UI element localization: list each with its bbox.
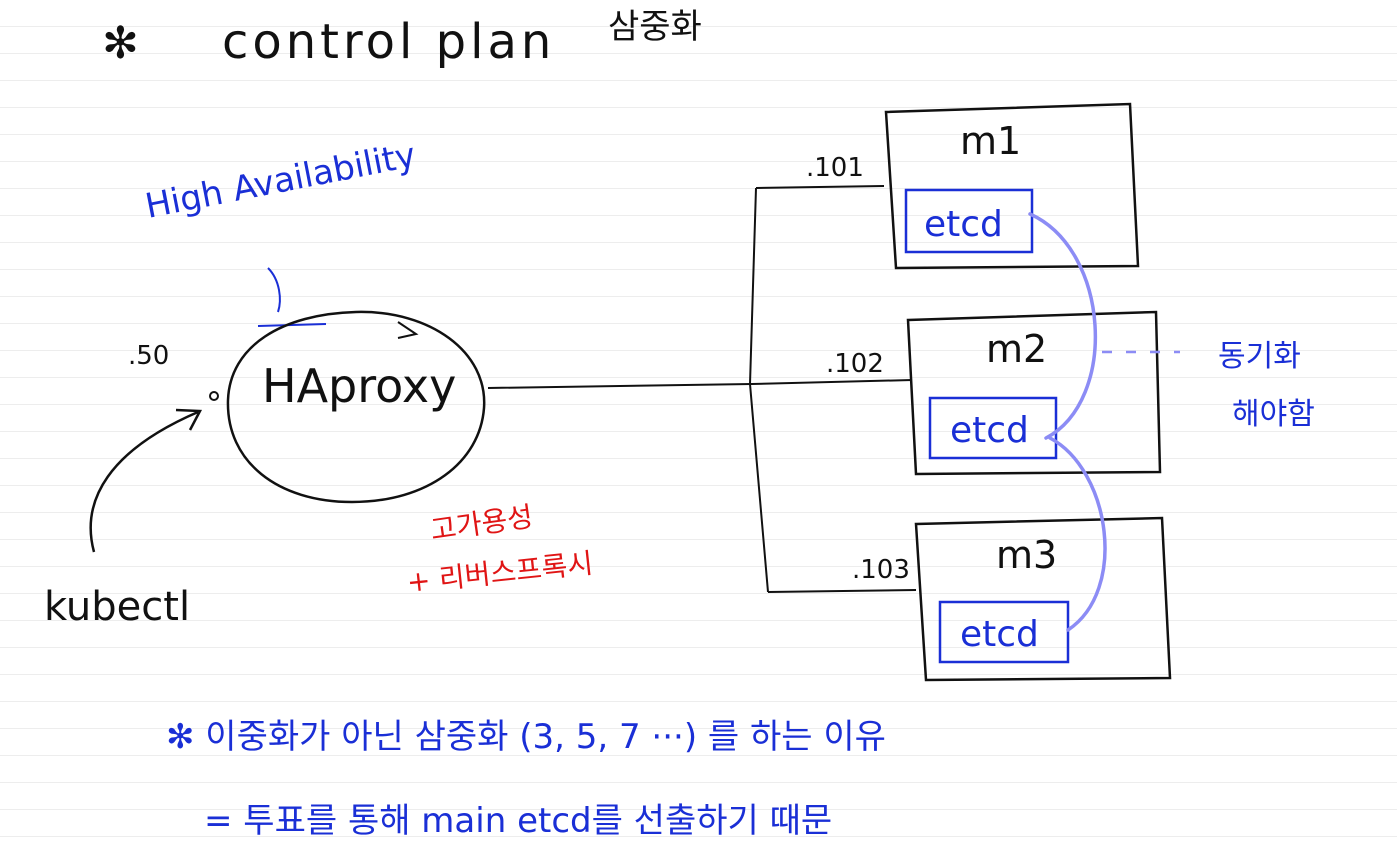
haproxy-arrowhead	[397, 321, 419, 339]
haproxy-circle	[226, 310, 486, 504]
haproxy-link	[487, 379, 913, 389]
sync-note-line1: 동기화	[1218, 339, 1301, 374]
sync-curve-m2-m3	[1048, 436, 1107, 632]
haproxy-node: HAproxy .50	[128, 310, 486, 504]
footer-line1: ✻ 이중화가 아닌 삼중화 (3, 5, 7 ···) 를 하는 이유	[166, 717, 886, 757]
etcd-m2-box	[928, 396, 1058, 460]
kubectl-arrowhead	[175, 408, 203, 431]
sync-note-line2: 해야함	[1232, 397, 1315, 432]
haproxy-port-dot	[209, 391, 219, 401]
etcd-m2-label: etcd	[950, 410, 1029, 451]
master-m2-name: m2	[986, 327, 1047, 371]
master-m3-name: m3	[996, 533, 1057, 577]
master-m1-ip: .101	[806, 153, 864, 183]
master-m3: m3 .103 etcd	[852, 516, 1172, 682]
etcd-m1-box	[904, 188, 1034, 254]
kubectl-arrow	[89, 410, 199, 553]
title: ✻ control plan 삼중화	[102, 7, 702, 70]
master-m2: m2 .102 etcd	[826, 310, 1162, 476]
link-m1	[755, 185, 885, 189]
master-m3-ip: .103	[852, 555, 910, 585]
haproxy-note-availability: 고가용성	[428, 500, 535, 547]
master-m1: m1 .101 etcd	[806, 102, 1140, 270]
haproxy-note-reverse-proxy: + 리버스프록시	[405, 547, 594, 599]
client-kubectl: kubectl	[44, 584, 190, 630]
sync-curve-m1-m2	[1028, 212, 1098, 440]
backbone-line	[748, 187, 769, 593]
master-m2-box	[906, 310, 1162, 476]
etcd-sync-curves	[1028, 212, 1180, 632]
ha-bracket-mark	[257, 267, 327, 327]
master-m1-box	[884, 102, 1140, 270]
title-text: control plan	[222, 14, 555, 70]
haproxy-ip: .50	[128, 341, 169, 371]
title-korean: 삼중화	[608, 7, 702, 47]
title-bullet: ✻	[102, 18, 139, 69]
etcd-m1-label: etcd	[924, 204, 1003, 245]
network-lines	[487, 185, 917, 593]
etcd-m3-box	[938, 600, 1070, 664]
haproxy-label: HAproxy	[262, 359, 456, 413]
master-m1-name: m1	[960, 119, 1021, 163]
master-m3-box	[914, 516, 1172, 682]
footer-line2: = 투표를 통해 main etcd를 선출하기 때문	[204, 801, 832, 841]
etcd-m3-label: etcd	[960, 614, 1039, 655]
ha-note: High Availability	[142, 135, 419, 227]
link-m3	[767, 589, 917, 593]
master-m2-ip: .102	[826, 349, 884, 379]
